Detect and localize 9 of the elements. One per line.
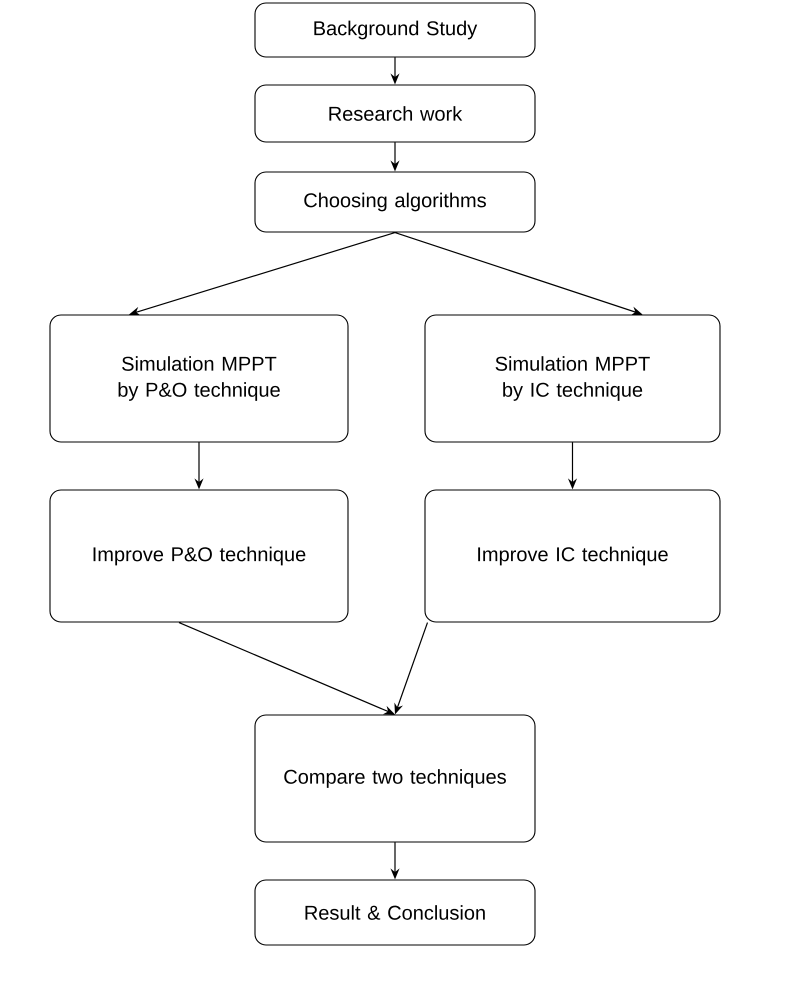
process-box: Result & Conclusion: [254, 879, 536, 946]
process-box: Simulation MPPT by P&O technique: [49, 314, 349, 443]
process-box: Simulation MPPT by IC technique: [424, 314, 721, 443]
process-box: Compare two techniques: [254, 714, 536, 843]
process-box: Choosing algorithms: [254, 171, 536, 233]
process-box: Background Study: [254, 2, 536, 58]
process-box: Research work: [254, 84, 536, 143]
process-box: Improve IC technique: [424, 489, 721, 623]
process-box: Improve P&O technique: [49, 489, 349, 623]
